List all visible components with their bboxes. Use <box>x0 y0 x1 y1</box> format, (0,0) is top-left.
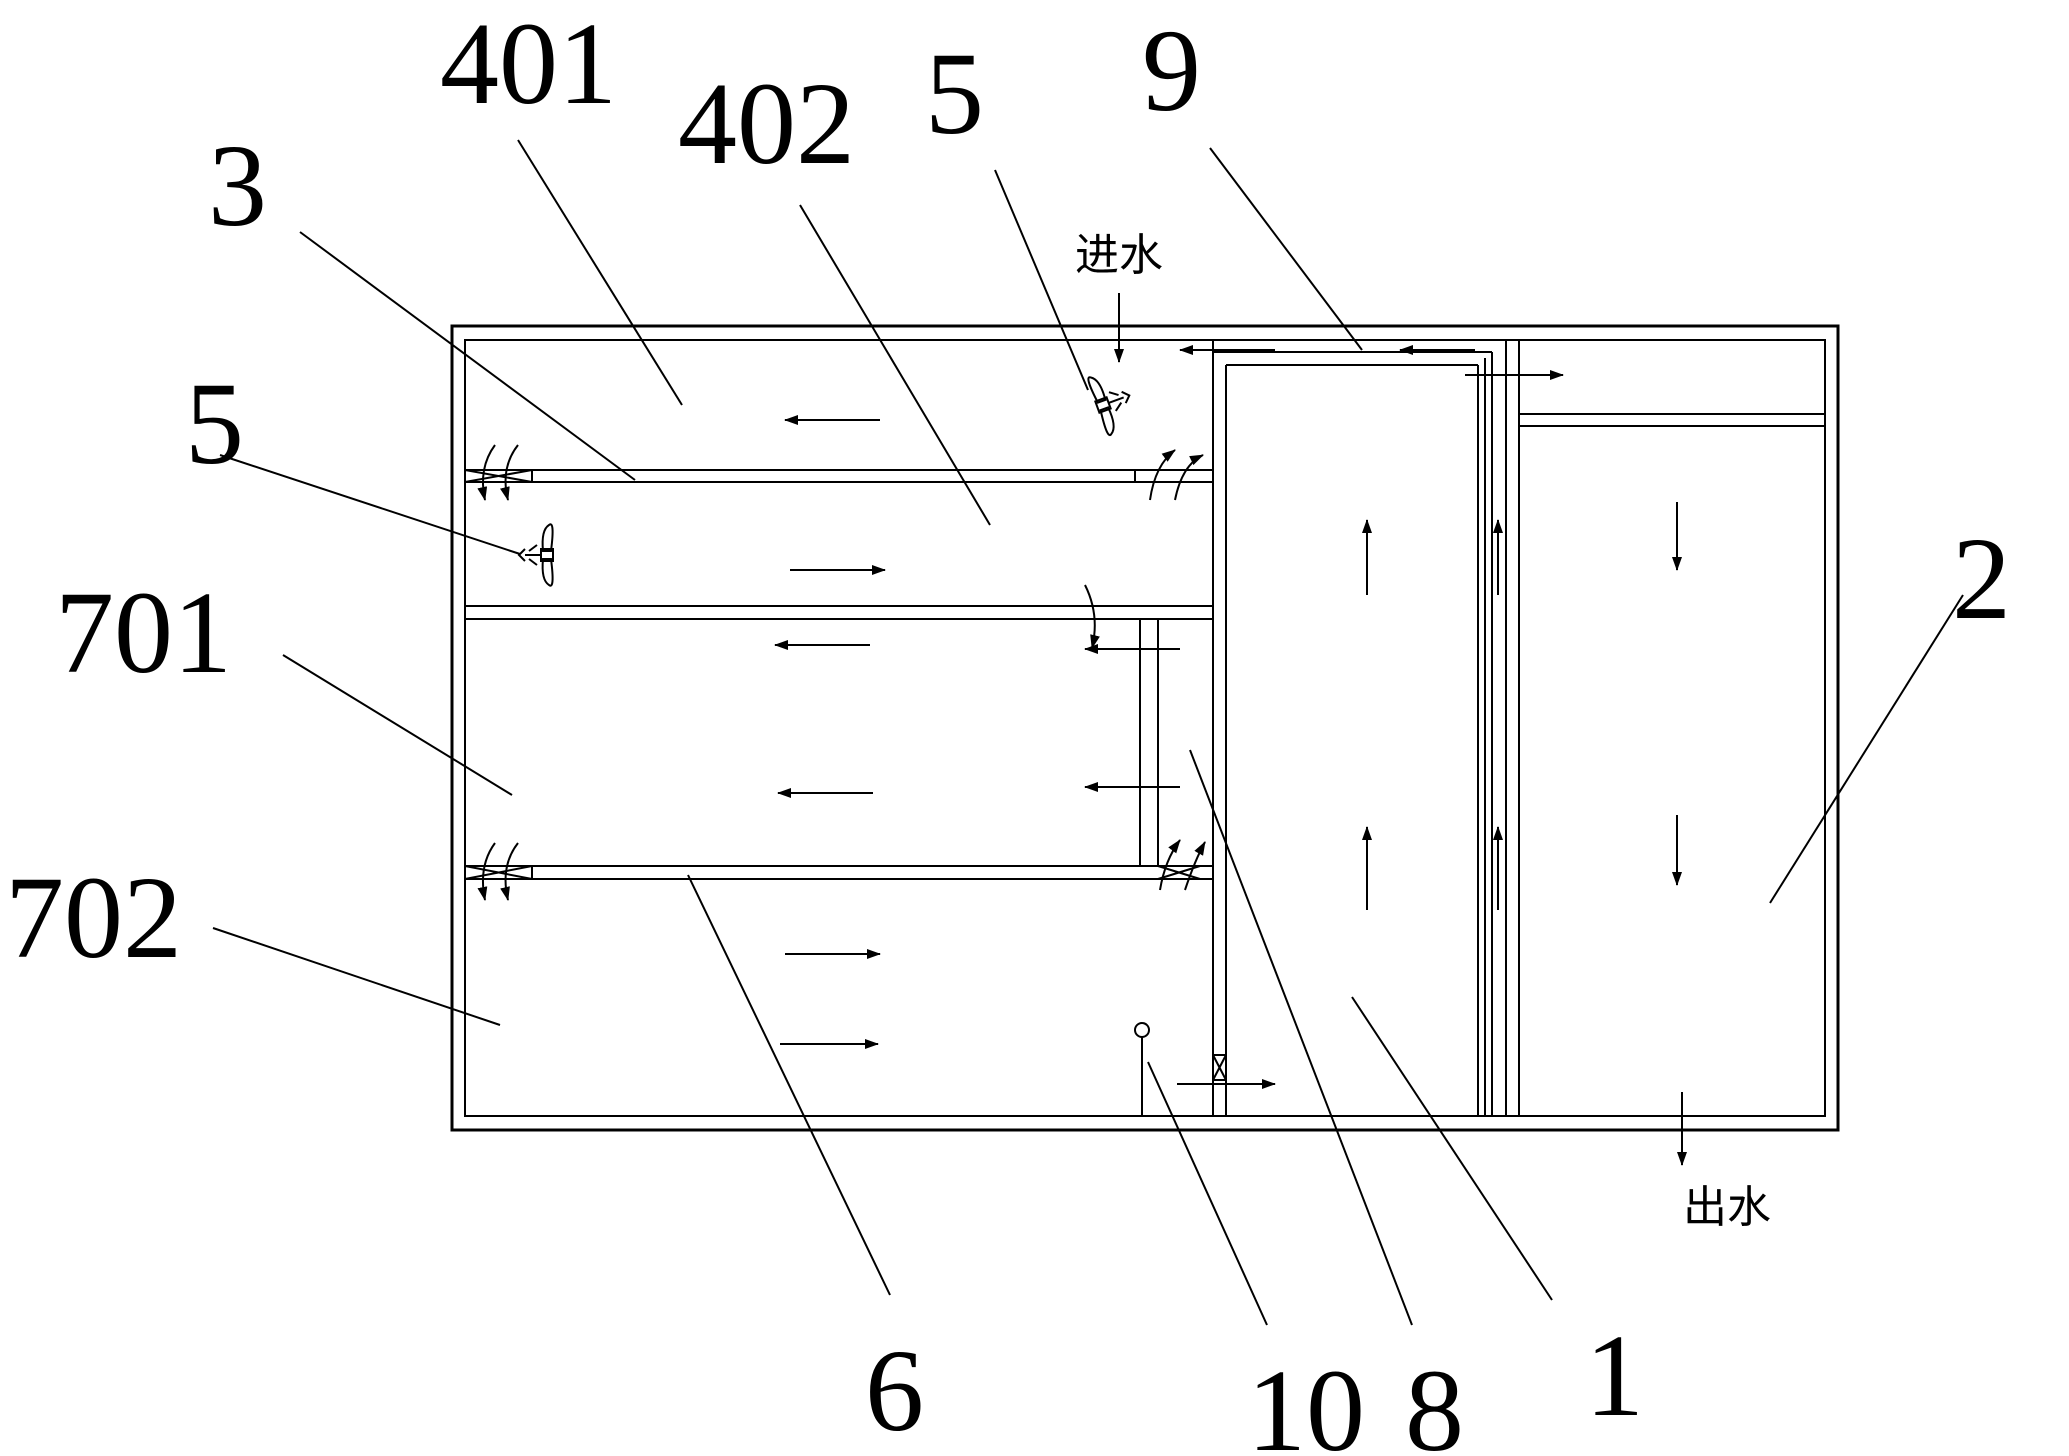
water-inlet-label: 进水 <box>1075 230 1163 281</box>
label-3: 3 <box>208 120 267 251</box>
level-sensor-icon <box>1134 1022 1150 1116</box>
label-5-left: 5 <box>185 358 244 489</box>
label-9: 9 <box>1142 5 1201 136</box>
partition-walls <box>1212 340 1825 1116</box>
label-401: 401 <box>440 0 617 129</box>
label-5-top: 5 <box>925 28 984 159</box>
baffle-6 <box>465 865 1213 880</box>
label-701: 701 <box>55 567 232 698</box>
label-8: 8 <box>1405 1345 1464 1456</box>
label-6: 6 <box>865 1325 924 1456</box>
valve-cross-icon <box>464 865 533 880</box>
aerator-icon <box>1087 376 1131 436</box>
label-10: 10 <box>1247 1345 1365 1456</box>
tank-outer-wall <box>450 324 1840 1132</box>
leader-lines <box>212 139 1964 1326</box>
label-402: 402 <box>678 58 855 189</box>
label-1: 1 <box>1585 1310 1644 1441</box>
flow-arrows <box>774 293 1687 1166</box>
curved-flow-arrows <box>477 444 1206 901</box>
valve-cross-icon <box>464 469 533 483</box>
label-2: 2 <box>1952 513 2011 644</box>
valve-cross-icon <box>1212 1054 1227 1081</box>
baffle-3 <box>465 469 1213 483</box>
baffle-8 <box>1139 619 1159 866</box>
water-outlet-label: 出水 <box>1683 1182 1771 1233</box>
label-702: 702 <box>5 852 182 983</box>
part-labels: 401 402 3 5 5 9 2 701 702 6 10 8 1 <box>5 0 2011 1456</box>
middle-divider <box>465 605 1213 620</box>
valve-marks <box>464 469 1227 1081</box>
aerator-icon <box>517 523 554 587</box>
